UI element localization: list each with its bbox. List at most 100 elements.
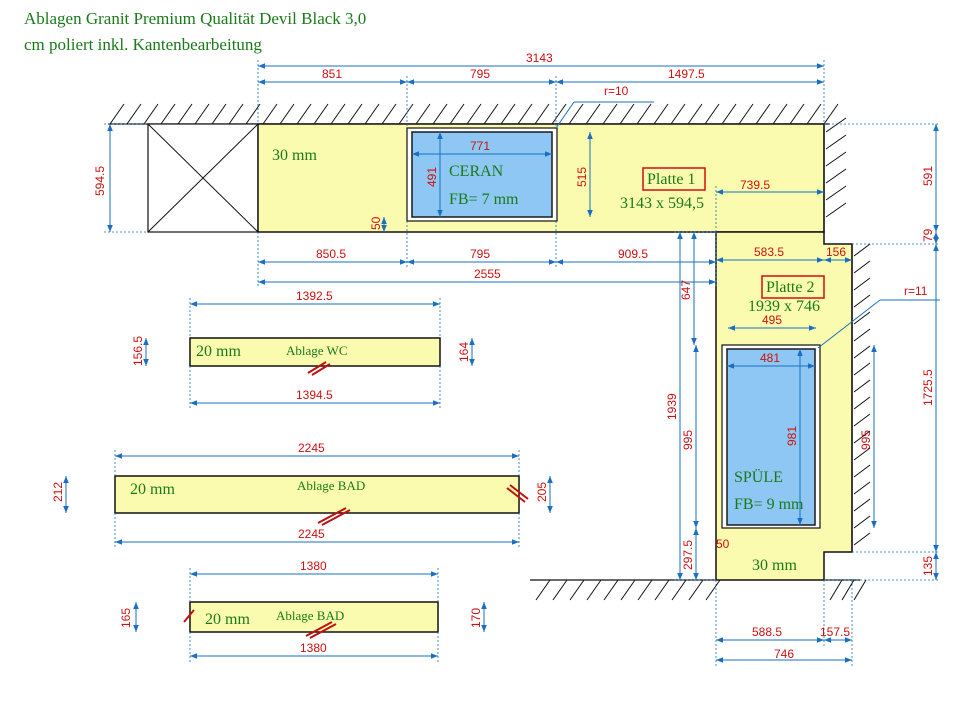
dim-bad1-top: 2245 [298, 441, 325, 455]
ablage-bad-1: 20 mm Ablage BAD [114, 475, 520, 514]
dimension-lines [63, 60, 940, 666]
wall-hatch [194, 103, 210, 125]
platte-2-label: Platte 2 [766, 279, 814, 296]
platte-2-thickness: 30 mm [752, 557, 797, 574]
dim-995-left: 995 [681, 430, 695, 450]
cut-mark [311, 363, 331, 376]
wall-hatch [637, 579, 653, 601]
wall-hatch [177, 103, 193, 125]
dim-bad2-bottom: 1380 [300, 641, 327, 655]
ablage-bad-1-name: Ablage BAD [297, 478, 365, 493]
wall-hatch [688, 579, 704, 601]
dim-157: 157.5 [820, 625, 850, 639]
title-line-2: cm poliert inkl. Kantenbearbeitung [24, 35, 262, 54]
dimension-labels: 3143 851 795 1497.5 r=10 771 491 515 594… [51, 51, 935, 661]
wall-hatch [825, 168, 847, 184]
platte-1-label: Platte 1 [647, 171, 695, 188]
cut-mark [509, 484, 529, 500]
cut-mark [317, 507, 347, 524]
cut-marks [183, 361, 529, 639]
dim-795-bottom: 795 [470, 247, 490, 261]
dim-wc-top: 1392.5 [296, 289, 333, 303]
ablage-bad-1-slab [114, 475, 520, 514]
wall-hatch [853, 396, 871, 410]
dim-495: 495 [762, 313, 782, 327]
wall-hatch [825, 117, 847, 133]
ablage-wc-name: Ablage WC [286, 343, 348, 358]
wall-hatch [806, 103, 822, 125]
wall-hatch [228, 103, 244, 125]
wall-hatch [143, 103, 159, 125]
wall-hatch [160, 103, 176, 125]
cut-mark [309, 623, 337, 639]
platte-1-size: 3143 x 594,5 [620, 195, 704, 212]
dim-1725: 1725.5 [921, 369, 935, 406]
wall-hatch [466, 103, 482, 125]
spuele-fb: FB= 9 mm [734, 496, 804, 513]
wall-hatch [853, 464, 871, 478]
dim-bad1-bottom: 2245 [298, 527, 325, 541]
wall-hatch [789, 103, 805, 125]
wall-hatch [245, 103, 261, 125]
dim-583: 583.5 [754, 245, 784, 259]
dim-bad1-right: 205 [535, 482, 549, 502]
ceran-fb: FB= 7 mm [449, 191, 519, 208]
wall-hatch [126, 103, 142, 125]
ceran-cutout [411, 131, 553, 218]
wall-hatch [603, 579, 619, 601]
wall-hatch [551, 103, 567, 125]
platte-2-size: 1939 x 746 [748, 298, 820, 315]
wall-hatch [825, 202, 847, 218]
dim-647: 647 [679, 280, 693, 300]
dim-wc-right: 164 [457, 342, 471, 362]
wall-hatch [517, 103, 533, 125]
wall-hatch [262, 103, 278, 125]
dim-bad2-left: 165 [119, 608, 133, 628]
wall-hatch [449, 103, 465, 125]
ablage-bad-2-name: Ablage BAD [276, 608, 344, 623]
wall-hatch [687, 103, 703, 125]
wall-hatch [721, 103, 737, 125]
dim-79: 79 [921, 228, 935, 242]
wall-hatch [619, 103, 635, 125]
wall-hatch [853, 243, 871, 257]
cut-mark [183, 609, 195, 623]
dim-909: 909.5 [618, 247, 648, 261]
wall-hatch [415, 103, 431, 125]
wall-hatch [853, 430, 871, 444]
dim-981: 981 [785, 426, 799, 446]
wall-hatch [841, 579, 855, 601]
cabinet-cross-2 [147, 123, 259, 233]
dim-3143: 3143 [526, 51, 553, 65]
radius-leader [817, 299, 881, 349]
wall-hatch [398, 103, 414, 125]
ablage-wc: 20 mm Ablage WC [189, 337, 441, 367]
wall-hatch [296, 103, 312, 125]
wall-hatch [853, 413, 871, 427]
wall-hatch [330, 103, 346, 125]
dim-491: 491 [425, 167, 439, 187]
dim-2555: 2555 [474, 267, 501, 281]
ablage-bad-2: 20 mm Ablage BAD [189, 601, 439, 633]
dim-bad1-left: 212 [51, 482, 65, 502]
wall-hatch [704, 103, 720, 125]
wall-hatch [853, 345, 871, 359]
wall-hatch [653, 103, 669, 125]
dim-50-spuele: 50 [716, 537, 730, 551]
wall-hatch [853, 379, 871, 393]
wall-hatch [586, 579, 602, 601]
dim-1939: 1939 [665, 393, 679, 420]
dim-135: 135 [921, 556, 935, 576]
wall-hatch [381, 103, 397, 125]
dim-r11: r=11 [904, 284, 928, 298]
wall-hatch [535, 579, 551, 601]
wall-hatch [825, 134, 847, 150]
wall-hatch [755, 103, 771, 125]
cut-mark [305, 621, 333, 637]
wall-hatch [825, 185, 847, 201]
dim-739: 739.5 [740, 178, 770, 192]
dim-795-top: 795 [470, 67, 490, 81]
wall-hatch [853, 532, 871, 546]
wall-hatch [853, 447, 871, 461]
dim-515: 515 [575, 167, 589, 187]
